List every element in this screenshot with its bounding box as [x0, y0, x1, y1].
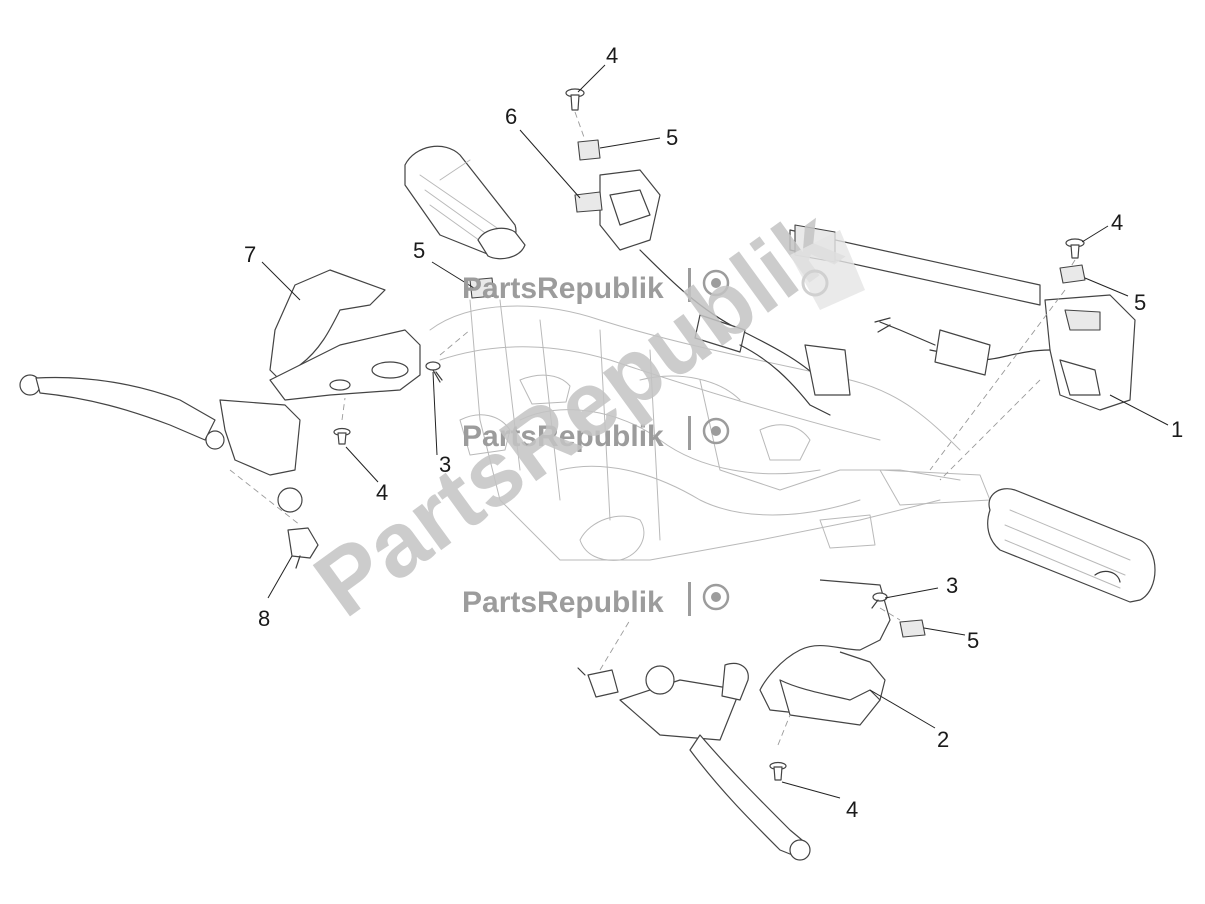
part-2-right-handguard — [759, 579, 891, 726]
part-6-bracket — [574, 191, 603, 213]
clip-5-bottom — [899, 619, 926, 638]
watermark-text-diagonal: PartsRepublik — [297, 190, 858, 637]
screw-4-left — [333, 427, 351, 445]
brake-switch-right — [577, 667, 619, 698]
assembly-guide-lines — [229, 111, 1076, 746]
callout-4-top: 4 — [606, 43, 618, 68]
callout-4-bottom: 4 — [846, 797, 858, 822]
watermark-diagonal: PartsRepublik — [297, 190, 858, 637]
leader-lines — [261, 64, 1169, 799]
watermark-text-top: PartsRepublik — [462, 272, 664, 305]
callout-5-left: 5 — [413, 238, 425, 263]
callout-labels: 1 2 3 3 4 4 4 4 5 5 5 5 6 7 8 — [244, 43, 1183, 822]
screw-4-top — [565, 88, 585, 111]
callout-5-top: 5 — [666, 125, 678, 150]
screw-4-bottom — [769, 761, 787, 781]
gear-icon — [702, 583, 730, 611]
callout-2: 2 — [937, 727, 949, 752]
left-grip — [404, 145, 526, 260]
left-brake-lever — [19, 374, 303, 513]
part-8-brake-switch — [287, 527, 319, 569]
watermark-text-middle: PartsRepublik — [462, 420, 664, 453]
callout-4-left: 4 — [376, 480, 388, 505]
callout-4-right: 4 — [1111, 210, 1123, 235]
callout-3-right: 3 — [946, 573, 958, 598]
clip-5-right — [1059, 264, 1086, 284]
part-7-left-handguard — [269, 269, 421, 401]
gear-icon — [702, 269, 730, 297]
right-grip — [987, 488, 1156, 603]
callout-7: 7 — [244, 242, 256, 267]
callout-6: 6 — [505, 104, 517, 129]
clip-5-left — [469, 277, 495, 299]
callout-8: 8 — [258, 606, 270, 631]
handlebar-frame — [429, 299, 991, 561]
watermark-logo-faint — [790, 230, 865, 310]
clip-5-top — [577, 139, 601, 161]
watermark-top: PartsRepublik — [462, 268, 730, 305]
watermark-bottom: PartsRepublik — [462, 582, 730, 619]
screw-3-left — [425, 361, 443, 383]
left-switch-assembly — [599, 169, 1041, 416]
right-brake-lever — [619, 662, 811, 861]
watermark-middle: PartsRepublik — [462, 416, 730, 453]
part-1-right-switch — [874, 294, 1136, 411]
callout-1: 1 — [1171, 417, 1183, 442]
screw-4-right — [1065, 238, 1085, 259]
gear-icon — [702, 417, 730, 445]
callout-3-left: 3 — [439, 452, 451, 477]
callout-5-bottom: 5 — [967, 628, 979, 653]
callout-5-right: 5 — [1134, 290, 1146, 315]
watermark-text-bottom: PartsRepublik — [462, 586, 664, 619]
screw-3-right — [871, 592, 888, 609]
